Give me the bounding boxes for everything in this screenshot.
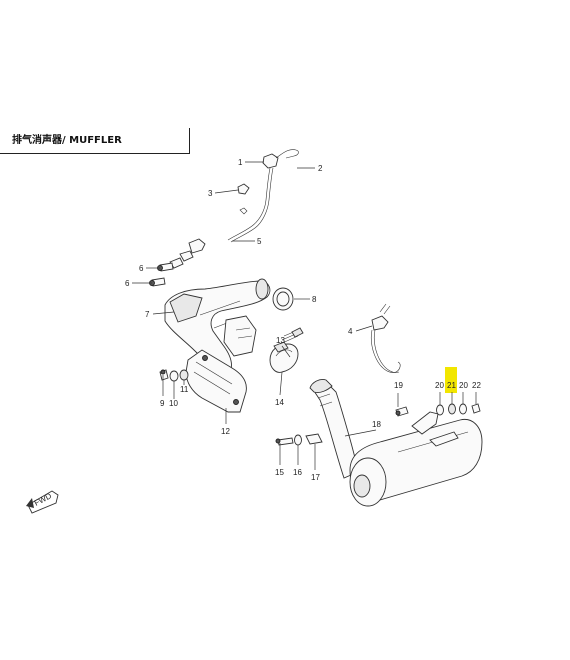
pipe-clamp [269, 341, 299, 373]
spring-bolt [279, 327, 304, 345]
o2-sensor-rear [370, 303, 401, 373]
callout-8: 8 [312, 295, 317, 304]
callout-4: 4 [348, 327, 353, 336]
mid-pipe [309, 379, 359, 479]
callout-16: 16 [293, 468, 302, 477]
heat-shield [185, 349, 247, 413]
callout-20a: 20 [435, 381, 444, 390]
callout-14: 14 [275, 398, 284, 407]
header-pipe [164, 278, 271, 376]
callout-12: 12 [221, 427, 230, 436]
callout-13: 13 [276, 336, 285, 345]
callout-7: 7 [145, 310, 150, 319]
callout-18: 18 [372, 420, 381, 429]
callout-3: 3 [208, 189, 213, 198]
callout-6b: 6 [125, 279, 130, 288]
callout-22: 22 [472, 381, 481, 390]
bracket-clip [237, 183, 250, 215]
callout-numbers: 1 2 3 5 6 6 7 8 4 13 9 10 11 12 14 15 16… [125, 158, 481, 482]
callout-6a: 6 [139, 264, 144, 273]
gasket-ring [272, 287, 294, 311]
title-frame: 排气消声器/ MUFFLER [0, 128, 190, 154]
callout-1: 1 [238, 158, 243, 167]
hardware-19-22 [395, 403, 481, 417]
fasteners-9-10-11 [159, 369, 189, 382]
callout-20b: 20 [459, 381, 468, 390]
leader-lines [132, 161, 477, 470]
callout-17: 17 [311, 473, 320, 482]
diagram-title: 排气消声器/ MUFFLER [12, 135, 122, 146]
hardware-15-17 [275, 433, 323, 446]
highlight-marker [445, 367, 457, 393]
muffler-body [349, 411, 483, 507]
callout-19: 19 [394, 381, 403, 390]
callout-21: 21 [447, 381, 456, 390]
callout-10: 10 [169, 399, 178, 408]
fwd-arrow-icon: FWD [26, 490, 59, 514]
o2-sensor-lower [169, 238, 206, 269]
o2-sensor-upper [227, 149, 299, 243]
callout-11: 11 [180, 385, 189, 394]
callout-2: 2 [318, 164, 323, 173]
callout-9: 9 [160, 399, 165, 408]
bolts-6 [149, 262, 174, 287]
callout-5: 5 [257, 237, 262, 246]
callout-15: 15 [275, 468, 284, 477]
